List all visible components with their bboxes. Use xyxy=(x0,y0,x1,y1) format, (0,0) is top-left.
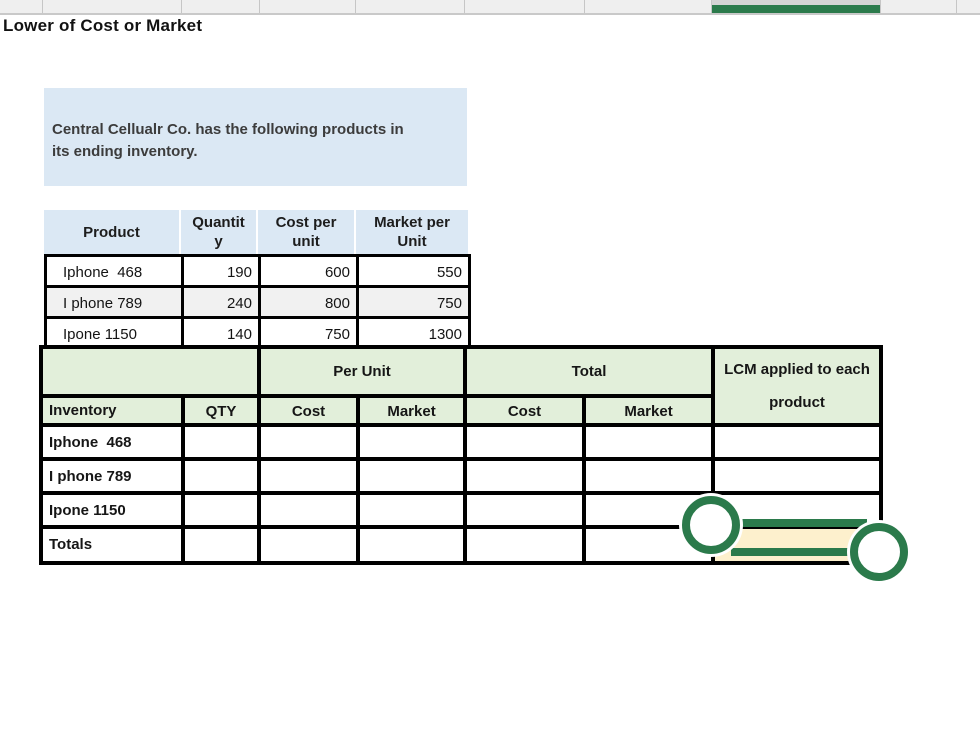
lcm-input-cell[interactable] xyxy=(181,457,261,495)
lcm-input-cell[interactable] xyxy=(257,525,360,565)
lcm-input-cell[interactable] xyxy=(463,525,587,565)
cell-quantity[interactable]: 240 xyxy=(181,285,261,319)
cell-product[interactable]: Iphone 468 xyxy=(44,254,184,288)
products-table-header: Product Quantity Cost per unit Market pe… xyxy=(44,210,468,254)
header-unit-market[interactable]: Market xyxy=(355,394,468,427)
header-inventory[interactable]: Inventory xyxy=(39,394,185,427)
column-header-cell[interactable] xyxy=(182,0,260,13)
cell-market[interactable]: 750 xyxy=(356,285,471,319)
lcm-group-header-row: Per Unit Total LCM applied to each produ… xyxy=(39,344,884,427)
lcm-input-cell[interactable] xyxy=(181,525,261,565)
column-header-cell[interactable] xyxy=(0,0,43,13)
row-label[interactable]: I phone 789 xyxy=(39,457,185,495)
cell-product[interactable]: Ipone 1150 xyxy=(44,316,184,350)
lcm-input-cell[interactable] xyxy=(582,457,716,495)
lcm-table: Per Unit Total LCM applied to each produ… xyxy=(39,344,884,565)
cell-cost[interactable]: 750 xyxy=(258,316,359,350)
lcm-input-cell[interactable] xyxy=(463,491,587,529)
selection-handle-icon[interactable] xyxy=(682,496,740,554)
lcm-input-cell[interactable] xyxy=(257,457,360,495)
table-row: I phone 789 xyxy=(39,457,884,495)
cell-market[interactable]: 550 xyxy=(356,254,471,288)
cell-cost[interactable]: 800 xyxy=(258,285,359,319)
header-cell-quantity[interactable]: Quantity xyxy=(181,210,256,254)
header-cell-market-per-unit[interactable]: Market per Unit xyxy=(356,210,468,254)
selection-line-top xyxy=(735,519,867,527)
info-box: Central Cellualr Co. has the following p… xyxy=(44,88,467,186)
table-row: I phone 789 240 800 750 xyxy=(44,285,471,319)
header-qty[interactable]: QTY xyxy=(181,394,261,427)
header-total[interactable]: Total xyxy=(463,344,716,399)
table-row: Iphone 468 xyxy=(39,423,884,461)
column-header-cell-selected[interactable] xyxy=(712,0,881,13)
lcm-input-cell[interactable] xyxy=(711,457,884,495)
lcm-input-cell[interactable] xyxy=(463,423,587,461)
selected-column-indicator xyxy=(712,5,880,13)
cell-quantity[interactable]: 190 xyxy=(181,254,261,288)
lcm-column-header-row: Inventory QTY Cost Market Cost Market xyxy=(39,394,881,427)
cell-product[interactable]: I phone 789 xyxy=(44,285,184,319)
header-lcm-applied[interactable]: LCM applied to each product xyxy=(711,345,884,427)
lcm-input-cell[interactable] xyxy=(711,423,884,461)
products-table-grid: Iphone 468 190 600 550 I phone 789 240 8… xyxy=(44,254,471,350)
lcm-input-cell[interactable] xyxy=(257,491,360,529)
column-header-cell[interactable] xyxy=(957,0,980,13)
column-header-cell[interactable] xyxy=(356,0,465,13)
column-header-cell[interactable] xyxy=(43,0,182,13)
info-text: Central Cellualr Co. has the following p… xyxy=(52,121,404,160)
lcm-input-cell[interactable] xyxy=(355,423,468,461)
spreadsheet-column-strip xyxy=(0,0,980,15)
lcm-input-cell[interactable] xyxy=(463,457,587,495)
products-table: Product Quantity Cost per unit Market pe… xyxy=(44,210,471,350)
header-cell-product[interactable]: Product xyxy=(44,210,179,254)
lcm-input-cell[interactable] xyxy=(181,491,261,529)
cell-market[interactable]: 1300 xyxy=(356,316,471,350)
lcm-input-cell[interactable] xyxy=(582,491,716,529)
column-header-cell[interactable] xyxy=(465,0,585,13)
selection-handle-icon[interactable] xyxy=(850,523,908,581)
header-total-cost[interactable]: Cost xyxy=(463,394,587,427)
lcm-input-cell[interactable] xyxy=(257,423,360,461)
header-per-unit[interactable]: Per Unit xyxy=(256,344,468,399)
totals-row: Totals $0 xyxy=(39,525,884,565)
column-header-cell[interactable] xyxy=(881,0,957,13)
cell-quantity[interactable]: 140 xyxy=(181,316,261,350)
totals-label[interactable]: Totals xyxy=(39,525,185,565)
header-cell-cost-per-unit[interactable]: Cost per unit xyxy=(258,210,354,254)
lcm-input-cell[interactable] xyxy=(355,525,468,565)
lcm-input-cell[interactable] xyxy=(355,491,468,529)
table-row: Ipone 1150 140 750 1300 xyxy=(44,316,471,350)
row-label[interactable]: Iphone 468 xyxy=(39,423,185,461)
column-header-cell[interactable] xyxy=(585,0,712,13)
table-row: Iphone 468 190 600 550 xyxy=(44,254,471,288)
column-header-cell[interactable] xyxy=(260,0,356,13)
lcm-input-cell[interactable] xyxy=(181,423,261,461)
header-unit-cost[interactable]: Cost xyxy=(257,394,360,427)
cell-cost[interactable]: 600 xyxy=(258,254,359,288)
selection-line-bottom xyxy=(731,548,853,556)
page-title: Lower of Cost or Market xyxy=(3,16,203,35)
header-total-market[interactable]: Market xyxy=(582,394,716,427)
lcm-input-cell[interactable] xyxy=(355,457,468,495)
row-label[interactable]: Ipone 1150 xyxy=(39,491,185,529)
blank-header-cell[interactable] xyxy=(39,344,261,399)
lcm-input-cell[interactable] xyxy=(582,423,716,461)
